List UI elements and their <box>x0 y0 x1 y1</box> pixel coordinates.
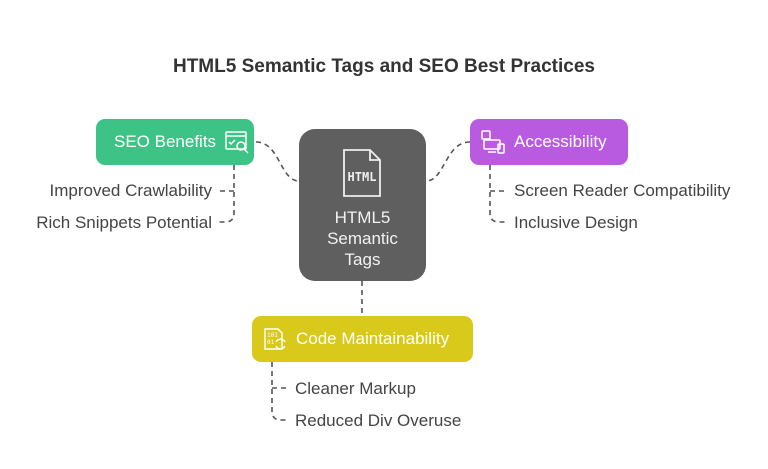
code-maintainability-label: Code Maintainability <box>296 329 450 348</box>
html-file-icon: HTML <box>343 149 381 197</box>
accessibility-item: Inclusive Design <box>514 213 638 232</box>
central-node[interactable]: HTML HTML5 Semantic Tags <box>299 129 426 281</box>
central-label-line: Semantic <box>327 229 398 248</box>
seo-benefits-node[interactable]: SEO Benefits <box>96 119 254 165</box>
seo-benefits-label: SEO Benefits <box>114 132 217 151</box>
seo-item: Rich Snippets Potential <box>36 213 212 232</box>
svg-text:101: 101 <box>267 332 278 339</box>
code-maintainability-node[interactable]: 101 01 Code Maintainability <box>252 316 473 362</box>
svg-text:HTML: HTML <box>348 170 377 184</box>
devices-icon <box>481 130 505 154</box>
svg-text:01: 01 <box>267 339 275 346</box>
central-label-line: HTML5 <box>334 208 391 227</box>
accessibility-item: Screen Reader Compatibility <box>514 181 731 200</box>
central-label-line: Tags <box>344 250 381 269</box>
code-refresh-icon: 101 01 <box>264 328 286 350</box>
diagram-title: HTML5 Semantic Tags and SEO Best Practic… <box>172 56 595 77</box>
seo-item: Improved Crawlability <box>49 181 213 200</box>
accessibility-label: Accessibility <box>514 132 607 151</box>
seo-browser-search-icon <box>225 131 249 154</box>
code-item: Cleaner Markup <box>295 379 416 398</box>
code-item: Reduced Div Overuse <box>295 411 462 430</box>
accessibility-node[interactable]: Accessibility <box>470 119 628 165</box>
